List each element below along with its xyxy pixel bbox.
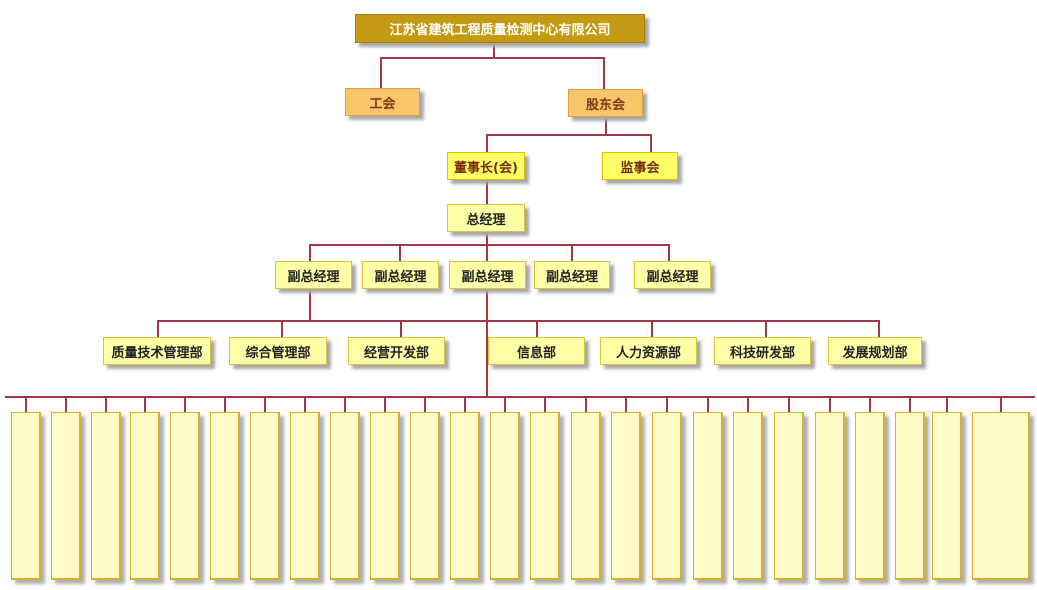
- node-unit-empty: [370, 412, 400, 580]
- node-supervisory-board: 监事会: [602, 152, 678, 180]
- connector: [625, 396, 627, 412]
- connector: [184, 396, 186, 412]
- connector: [157, 320, 880, 322]
- node-unit-empty: [571, 412, 601, 580]
- node-unit-empty: [815, 412, 845, 580]
- connector: [829, 396, 831, 412]
- connector: [493, 43, 495, 58]
- node-unit-empty: [450, 412, 480, 580]
- node-unit-empty: [250, 412, 280, 580]
- node-deputy-manager: 副总经理: [275, 261, 352, 289]
- node-unit-empty: [490, 412, 520, 580]
- connector: [544, 396, 546, 412]
- node-unit-empty: [652, 412, 682, 580]
- connector: [869, 396, 871, 412]
- connector: [344, 396, 346, 412]
- connector: [878, 320, 880, 337]
- node-unit-empty: [972, 412, 1030, 580]
- connector: [309, 289, 311, 321]
- node-unit-empty: [693, 412, 723, 580]
- connector: [946, 396, 948, 412]
- connector: [144, 396, 146, 412]
- connector: [788, 396, 790, 412]
- node-department: 经营开发部: [348, 337, 445, 365]
- node-unit-empty: [51, 412, 81, 580]
- connector: [464, 396, 466, 412]
- node-unit-empty: [170, 412, 200, 580]
- node-unit-empty: [130, 412, 160, 580]
- connector: [380, 57, 382, 88]
- node-unit-empty: [895, 412, 925, 580]
- connector: [486, 180, 488, 204]
- connector: [5, 396, 1035, 398]
- connector: [224, 396, 226, 412]
- node-department: 科技研发部: [714, 337, 811, 365]
- node-board-chair: 董事长(会): [447, 152, 525, 180]
- connector: [157, 320, 159, 337]
- node-department: 人力资源部: [600, 337, 697, 365]
- node-union: 工会: [345, 88, 420, 116]
- node-department: 质量技术管理部: [103, 337, 211, 365]
- connector: [668, 244, 670, 261]
- node-unit-empty: [932, 412, 962, 580]
- connector: [486, 289, 488, 397]
- connector: [304, 396, 306, 412]
- node-unit-empty: [330, 412, 360, 580]
- node-unit-empty: [774, 412, 804, 580]
- connector: [281, 320, 283, 337]
- connector: [309, 244, 670, 246]
- connector: [747, 396, 749, 412]
- connector: [909, 396, 911, 412]
- connector: [605, 117, 607, 136]
- connector: [651, 320, 653, 337]
- node-department: 发展规划部: [828, 337, 922, 365]
- connector: [650, 134, 652, 152]
- connector: [666, 396, 668, 412]
- node-deputy-manager: 副总经理: [634, 261, 711, 289]
- connector: [65, 396, 67, 412]
- node-unit-empty: [855, 412, 885, 580]
- connector: [424, 396, 426, 412]
- root-node: 江苏省建筑工程质量检测中心有限公司: [355, 14, 645, 43]
- node-unit-empty: [733, 412, 763, 580]
- node-department: 综合管理部: [229, 337, 327, 365]
- connector: [400, 320, 402, 337]
- connector: [585, 396, 587, 412]
- connector: [105, 396, 107, 412]
- connector: [504, 396, 506, 412]
- connector: [486, 134, 488, 152]
- node-deputy-manager: 副总经理: [534, 261, 610, 289]
- connector: [707, 396, 709, 412]
- node-unit-empty: [530, 412, 560, 580]
- connector: [264, 396, 266, 412]
- connector: [380, 57, 605, 59]
- connector: [25, 396, 27, 412]
- connector: [1000, 396, 1002, 412]
- connector: [603, 57, 605, 89]
- node-unit-empty: [290, 412, 320, 580]
- node-unit-empty: [11, 412, 41, 580]
- node-deputy-manager: 副总经理: [362, 261, 439, 289]
- node-unit-empty: [210, 412, 240, 580]
- connector: [486, 232, 488, 261]
- connector: [309, 244, 311, 261]
- connector: [486, 134, 652, 136]
- connector: [571, 244, 573, 261]
- node-general-manager: 总经理: [447, 204, 525, 232]
- node-department: 信息部: [488, 337, 585, 365]
- node-unit-empty: [91, 412, 121, 580]
- node-unit-empty: [410, 412, 440, 580]
- node-unit-empty: [611, 412, 641, 580]
- connector: [765, 320, 767, 337]
- node-deputy-manager: 副总经理: [449, 261, 526, 289]
- connector: [399, 244, 401, 261]
- connector: [536, 320, 538, 337]
- connector: [384, 396, 386, 412]
- node-shareholders: 股东会: [568, 89, 643, 117]
